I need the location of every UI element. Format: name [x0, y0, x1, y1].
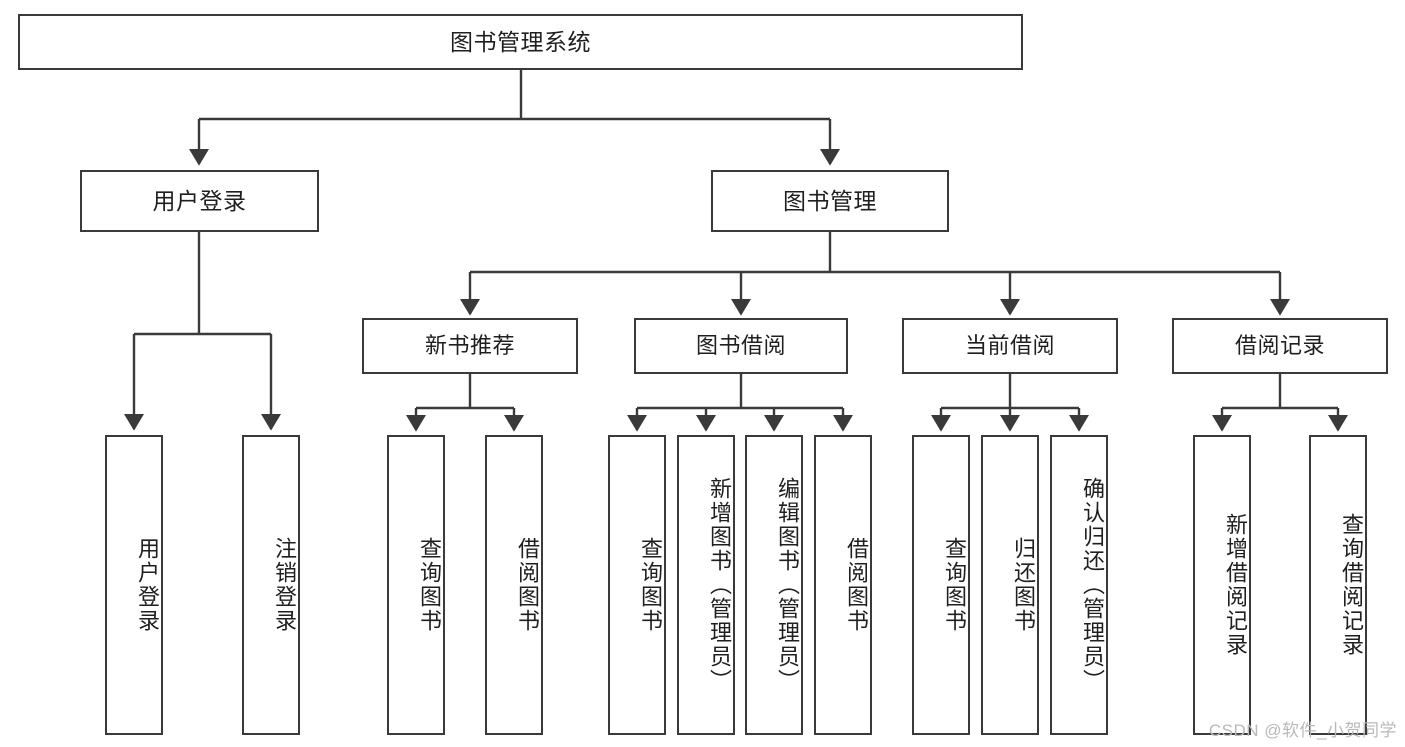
node-new-book-recommend[interactable]: 新书推荐: [362, 318, 578, 374]
leaf-add-borrow-record[interactable]: 新增借阅记录: [1193, 435, 1251, 735]
leaf-edit-book-admin[interactable]: 编辑图书（管理员）: [745, 435, 803, 735]
node-book-borrow[interactable]: 图书借阅: [634, 318, 848, 374]
node-current-borrow[interactable]: 当前借阅: [902, 318, 1118, 374]
node-book-management[interactable]: 图书管理: [711, 170, 949, 232]
leaf-confirm-return-admin[interactable]: 确认归还（管理员）: [1050, 435, 1108, 735]
node-root-book-management-system[interactable]: 图书管理系统: [18, 14, 1023, 70]
leaf-query-book-borrow[interactable]: 查询图书: [608, 435, 666, 735]
node-borrow-record[interactable]: 借阅记录: [1172, 318, 1388, 374]
csdn-watermark: CSDN @软件_小贺同学: [1208, 721, 1397, 740]
leaf-borrow-book[interactable]: 借阅图书: [814, 435, 872, 735]
leaf-query-borrow-record[interactable]: 查询借阅记录: [1309, 435, 1367, 735]
node-user-login[interactable]: 用户登录: [80, 170, 319, 232]
leaf-query-book-current[interactable]: 查询图书: [912, 435, 970, 735]
leaf-return-book[interactable]: 归还图书: [981, 435, 1039, 735]
leaf-logout[interactable]: 注销登录: [242, 435, 300, 735]
leaf-borrow-book-recommend[interactable]: 借阅图书: [485, 435, 543, 735]
leaf-query-book-recommend[interactable]: 查询图书: [387, 435, 445, 735]
leaf-add-book-admin[interactable]: 新增图书（管理员）: [677, 435, 735, 735]
leaf-user-login[interactable]: 用户登录: [105, 435, 163, 735]
